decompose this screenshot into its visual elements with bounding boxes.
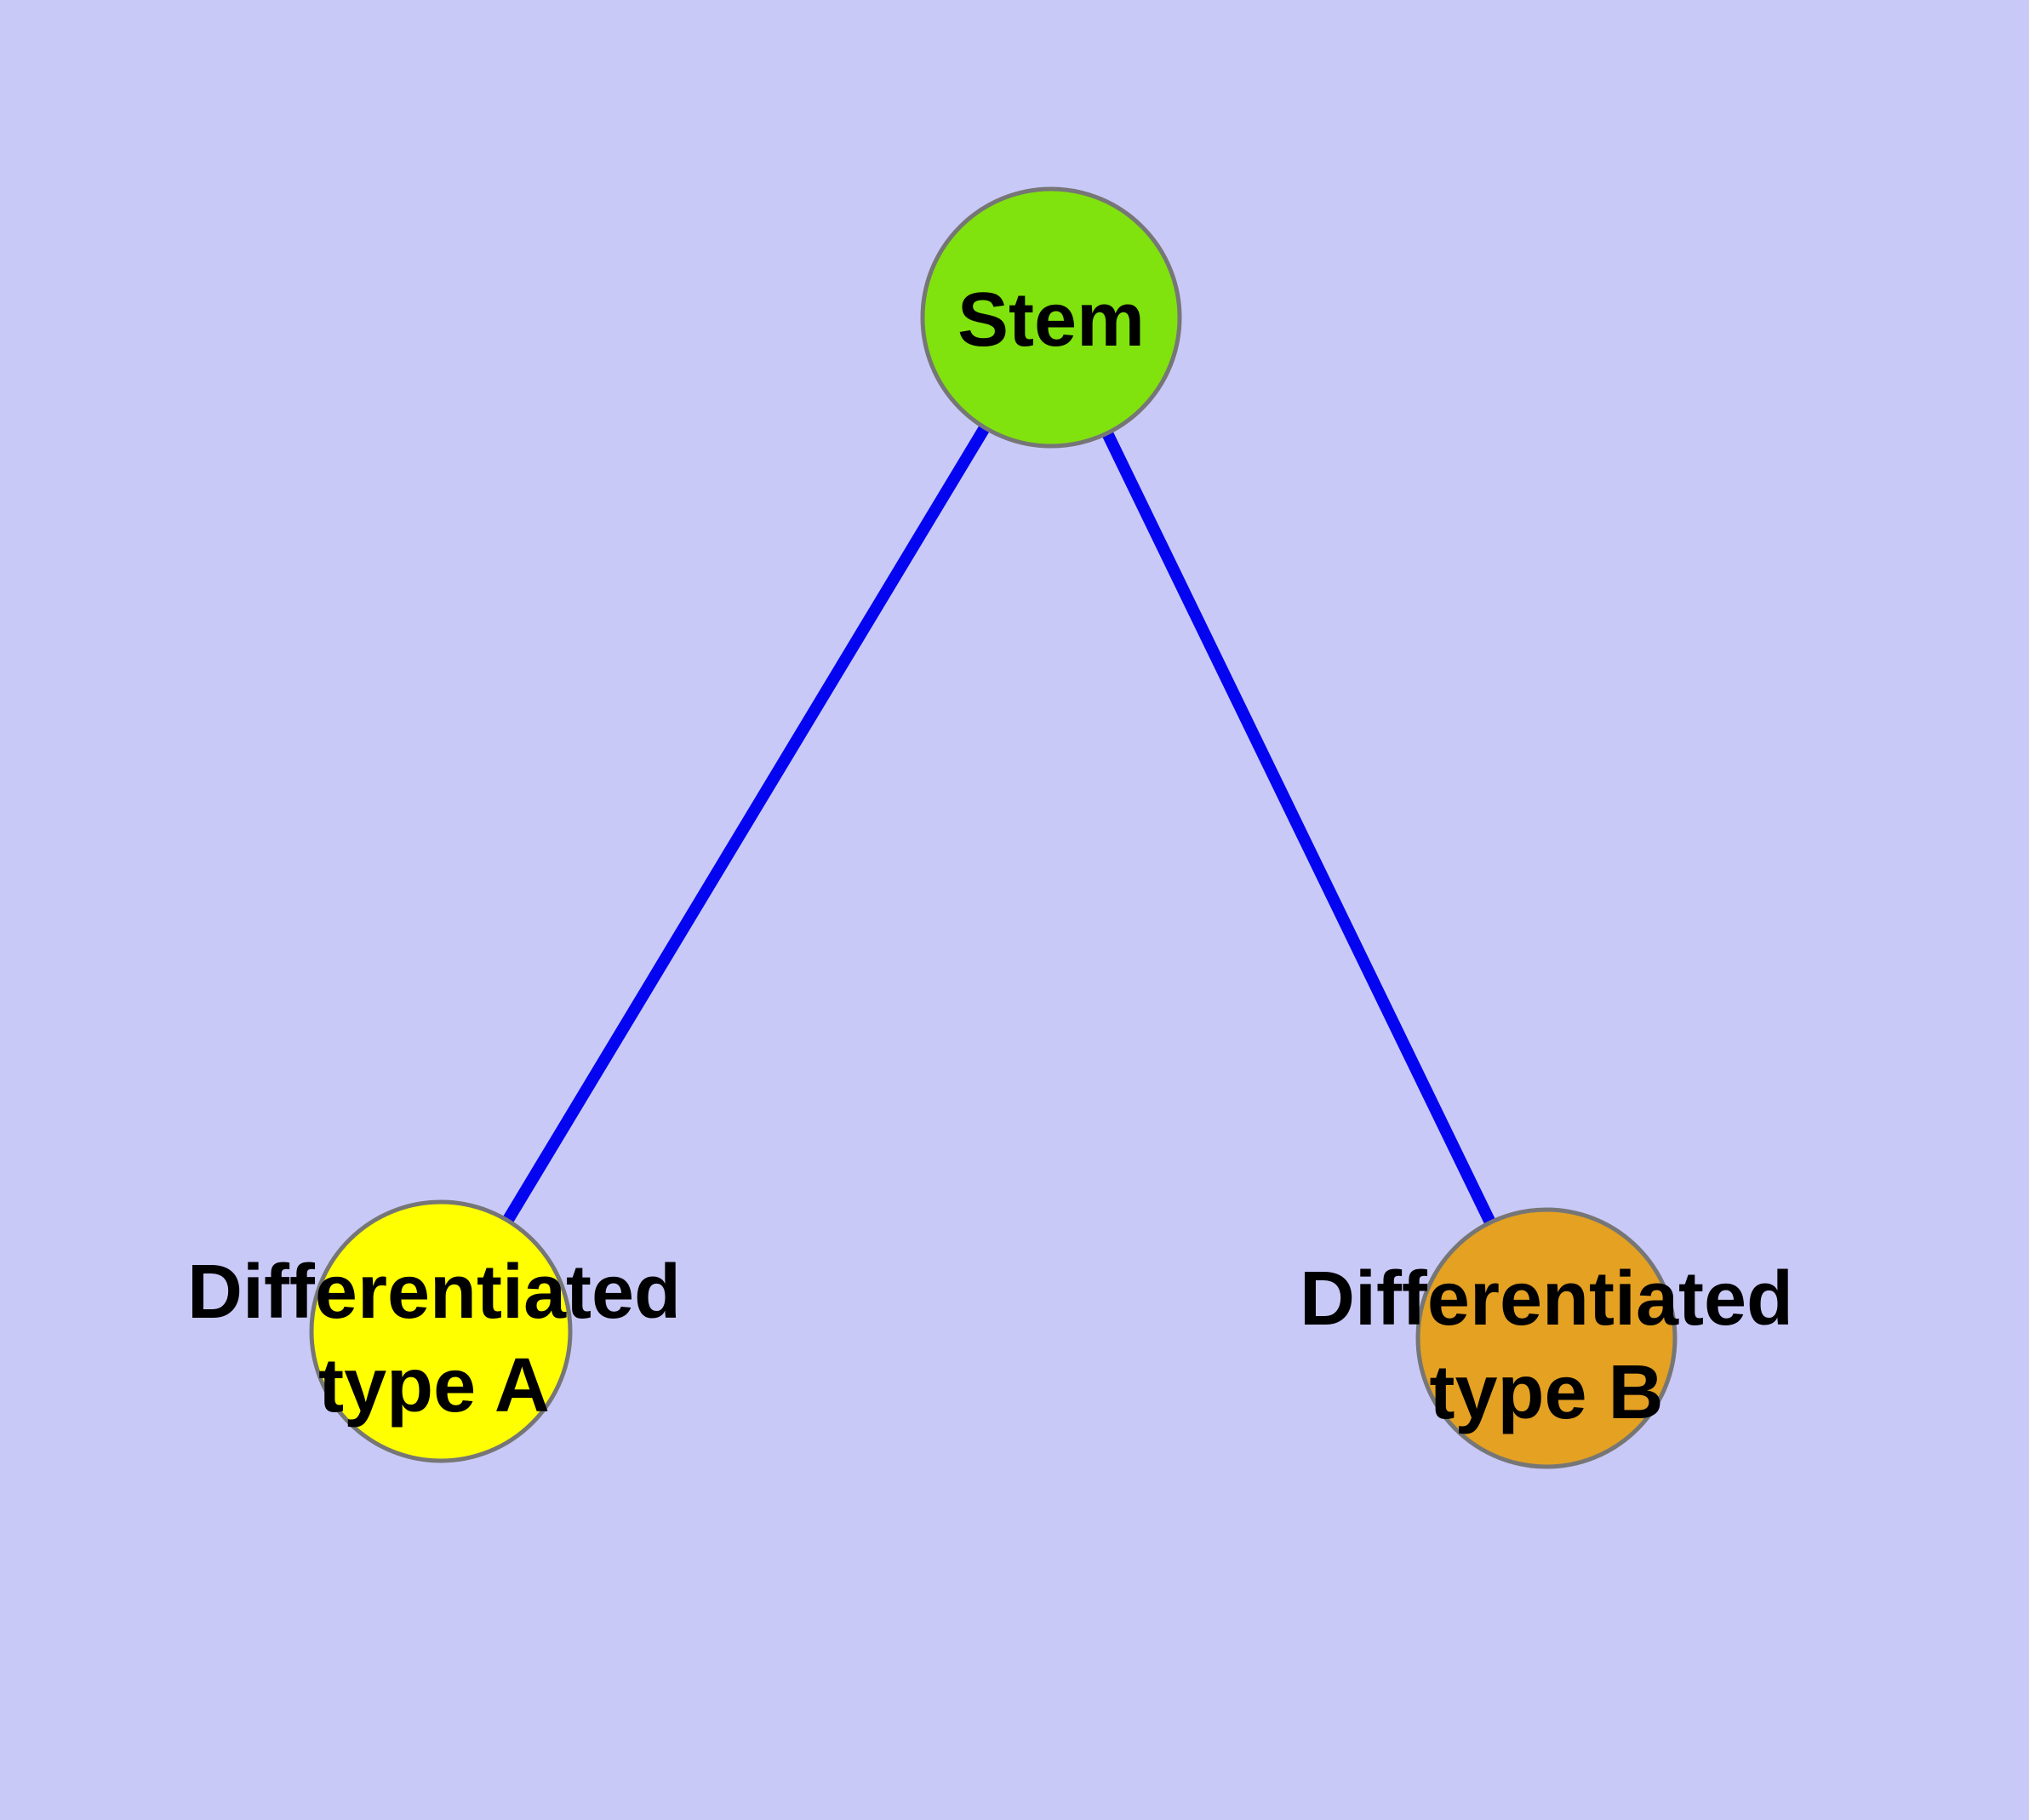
node-differentiated-type-b [1415, 1207, 1677, 1469]
node-type-a-label-line1: Differentiated [187, 1250, 681, 1335]
node-type-b-label-line2: type B [1429, 1350, 1663, 1435]
edge-stem-to-type-b [1045, 314, 1552, 1342]
node-stem [920, 186, 1182, 449]
edge-stem-to-type-a [436, 314, 1056, 1335]
node-stem-label: Stem [957, 278, 1145, 363]
node-differentiated-type-a [309, 1199, 573, 1463]
node-type-a-label-line2: type A [318, 1343, 550, 1428]
node-type-b-label-line1: Differentiated [1300, 1256, 1793, 1342]
